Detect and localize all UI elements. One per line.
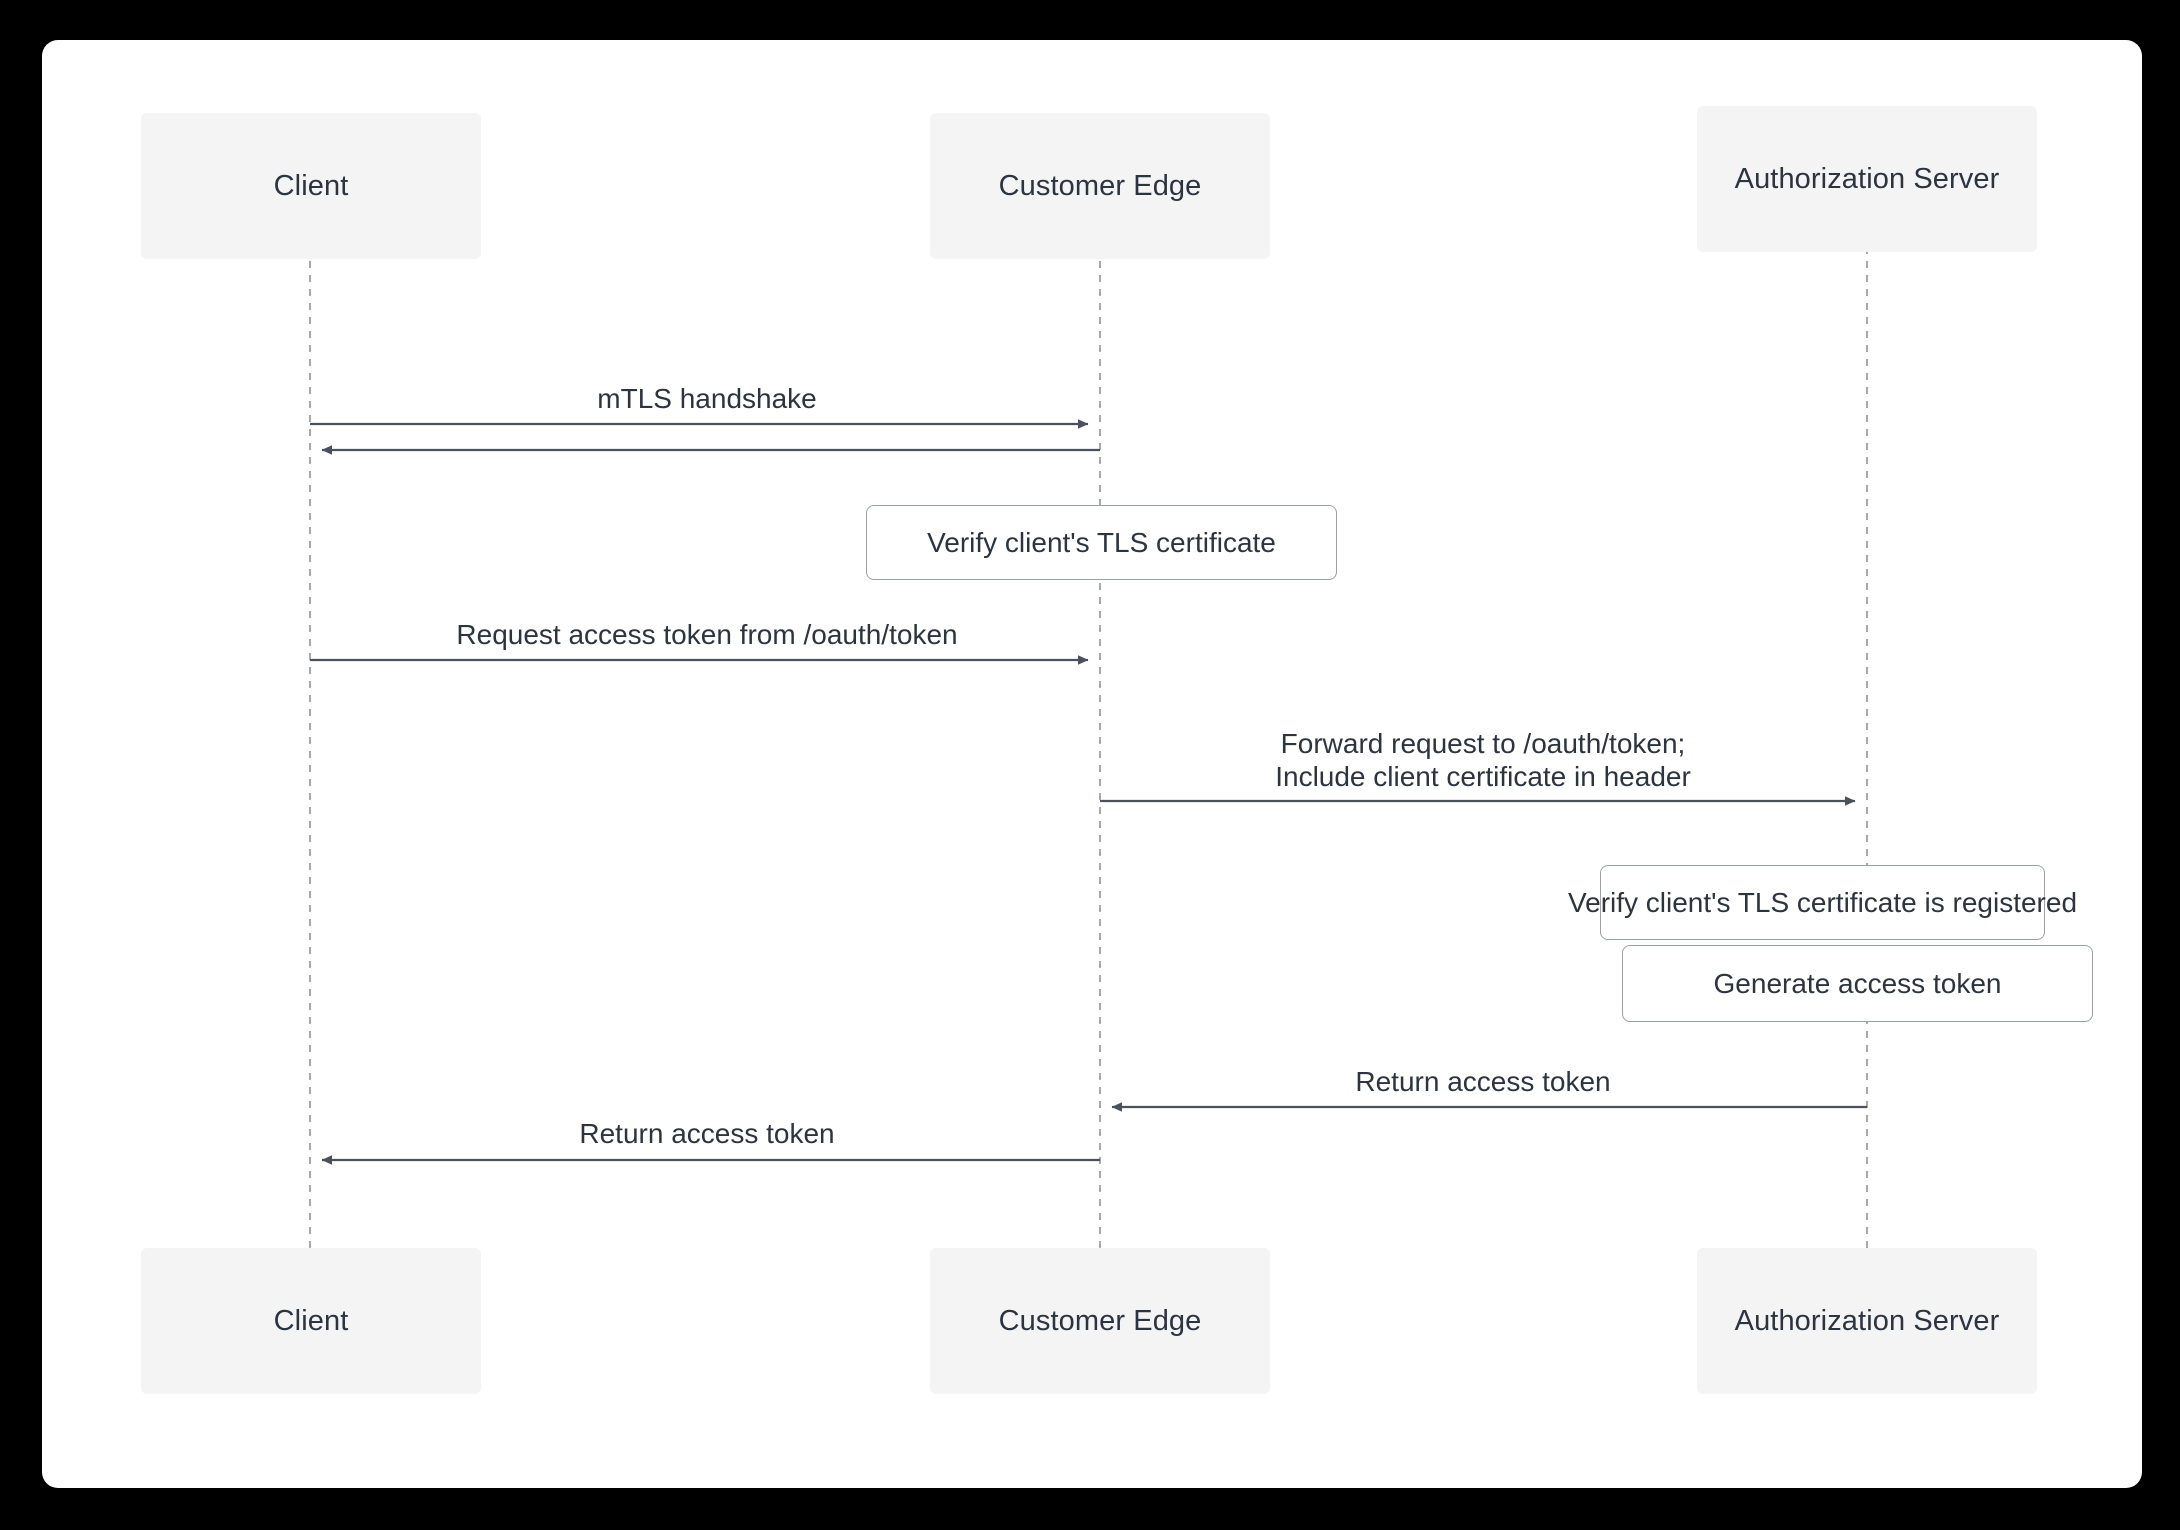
participant-box-client-top[interactable]: Client — [141, 113, 481, 259]
note-label-verify-certificate-registered: Verify client's TLS certificate is regis… — [1567, 886, 2078, 918]
note-label-generate-access-token: Generate access token — [1713, 967, 2002, 999]
participant-label-authorization-server-bottom: Authorization Server — [1734, 1304, 2000, 1337]
participant-label-client-top: Client — [273, 169, 349, 202]
participant-box-authorization-server-bottom[interactable]: Authorization Server — [1697, 1248, 2037, 1394]
note-generate-access-token[interactable]: Generate access token — [1622, 945, 2093, 1022]
note-verify-certificate-registered[interactable]: Verify client's TLS certificate is regis… — [1568, 865, 2077, 940]
participant-label-customer-edge-top: Customer Edge — [998, 169, 1202, 202]
participant-box-customer-edge-bottom[interactable]: Customer Edge — [930, 1248, 1270, 1394]
message-label-mtls-handshake: mTLS handshake — [597, 383, 817, 414]
note-label-verify-client-tls-certificate: Verify client's TLS certificate — [927, 526, 1276, 558]
sequence-diagram: Client Customer Edge Authorization Serve… — [42, 40, 2142, 1488]
note-verify-client-tls-certificate[interactable]: Verify client's TLS certificate — [866, 505, 1337, 580]
message-label-return-access-token-as: Return access token — [1355, 1066, 1611, 1097]
participant-box-client-bottom[interactable]: Client — [141, 1248, 481, 1394]
diagram-panel: Client Customer Edge Authorization Serve… — [42, 40, 2142, 1488]
message-label-forward-request-line2: Include client certificate in header — [1275, 761, 1691, 792]
participant-box-customer-edge-top[interactable]: Customer Edge — [930, 113, 1270, 259]
message-label-request-access-token: Request access token from /oauth/token — [456, 619, 958, 650]
message-label-return-access-token-ce: Return access token — [579, 1118, 835, 1149]
participant-label-client-bottom: Client — [273, 1304, 349, 1337]
participant-label-authorization-server-top: Authorization Server — [1734, 162, 2000, 195]
diagram-lines-layer — [309, 233, 1868, 1248]
participant-label-customer-edge-bottom: Customer Edge — [998, 1304, 1202, 1337]
participant-box-authorization-server-top[interactable]: Authorization Server — [1697, 106, 2037, 252]
message-label-forward-request-line1: Forward request to /oauth/token; — [1280, 728, 1686, 759]
